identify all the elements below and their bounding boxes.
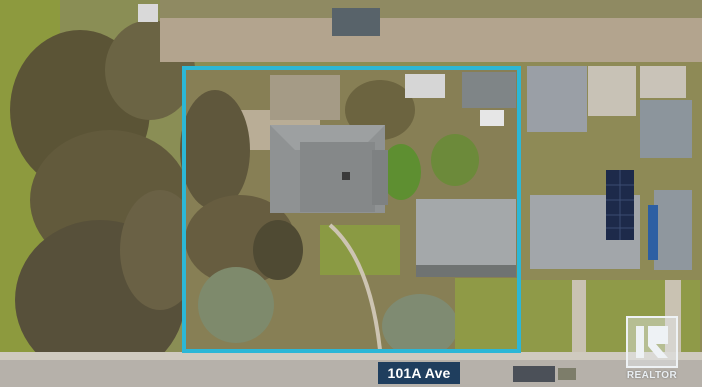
property-boundary: [182, 66, 521, 353]
garage-roof-top: [332, 8, 380, 36]
neighbour-roof: [527, 66, 587, 132]
parked-rv: [405, 74, 445, 98]
sidewalk: [0, 352, 702, 360]
neighbour-roof: [654, 190, 692, 270]
realtor-watermark: REALTOR: [622, 316, 682, 384]
parked-car: [513, 366, 555, 382]
main-house-roof: [270, 125, 388, 213]
realtor-logo-icon: [626, 316, 678, 368]
neighbour-roof: [640, 100, 692, 158]
realtor-wordmark: REALTOR: [626, 370, 678, 381]
adjacent-house-roof: [416, 199, 516, 269]
street: [0, 360, 702, 387]
lot-trees: [180, 80, 479, 358]
street-name-label: 101A Ave: [378, 362, 460, 384]
tree-canopy-left: [10, 20, 200, 380]
garage-roof: [462, 72, 516, 108]
